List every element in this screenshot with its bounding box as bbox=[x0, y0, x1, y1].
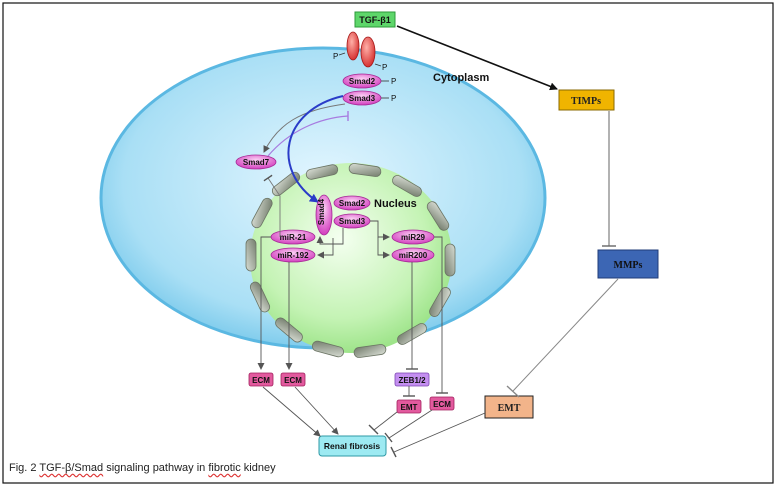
mir200-label: miR200 bbox=[399, 251, 428, 260]
ecm-box-2 bbox=[280, 372, 306, 387]
smad2-nucleus-label: Smad2 bbox=[339, 199, 366, 208]
p-smad3: P bbox=[391, 94, 396, 103]
smad4-nucleus bbox=[315, 194, 333, 236]
nuclear-envelope bbox=[245, 163, 456, 358]
receptor-p-left: P bbox=[333, 52, 338, 61]
mir21-label: miR-21 bbox=[280, 233, 307, 242]
tgf-beta1-box bbox=[354, 11, 396, 28]
smad4-label: Smad4 bbox=[317, 198, 326, 225]
figure-border bbox=[2, 2, 774, 484]
tgf-beta1-label: TGF-β1 bbox=[359, 15, 391, 25]
nucleus bbox=[250, 163, 452, 353]
nuclear-translocation-arrow bbox=[287, 95, 344, 203]
mir21-inhibits-smad7 bbox=[263, 174, 281, 237]
mmps-box bbox=[597, 249, 659, 279]
caption-part-1: Fig. 2 bbox=[9, 462, 40, 474]
zeb-label: ZEB1/2 bbox=[398, 376, 426, 385]
smad7-inhibition-line bbox=[267, 115, 349, 157]
ecm-box-3 bbox=[429, 396, 455, 411]
cytoplasm-label: Cytoplasm bbox=[433, 72, 489, 84]
caption-part-3: signaling pathway in bbox=[103, 462, 209, 474]
smad2-cytoplasm-label: Smad2 bbox=[349, 77, 376, 86]
p-smad2: P bbox=[391, 77, 396, 86]
smad3-to-smad7-arrow bbox=[263, 103, 346, 153]
tgf-to-timps-arrow bbox=[396, 25, 558, 91]
nucleus-label: Nucleus bbox=[374, 198, 417, 210]
mirna-downstream-lines bbox=[257, 236, 448, 397]
smad2-nucleus bbox=[333, 195, 371, 211]
emt-small-label: EMT bbox=[401, 403, 418, 412]
smad7-label: Smad7 bbox=[243, 158, 270, 167]
renal-fibrosis-box bbox=[318, 435, 387, 457]
ecm-label-3: ECM bbox=[433, 400, 451, 409]
timps-box bbox=[558, 89, 615, 111]
emt-large-box bbox=[484, 395, 534, 419]
emt-large-label: EMT bbox=[498, 403, 521, 414]
receptor-right bbox=[360, 36, 376, 68]
renal-fibrosis-label: Renal fibrosis bbox=[324, 441, 380, 451]
smad3-nucleus-label: Smad3 bbox=[339, 217, 366, 226]
timps-label: TIMPs bbox=[571, 96, 601, 107]
ecm-box-1 bbox=[248, 372, 274, 387]
caption-part-2: TGF-β/Smad bbox=[39, 462, 104, 474]
caption-part-4: fibrotic bbox=[208, 462, 241, 474]
caption-part-5: kidney bbox=[240, 462, 276, 474]
mir29-label: miR29 bbox=[401, 233, 426, 242]
mir192-label: miR-192 bbox=[277, 251, 309, 260]
smad-to-mirna-connectors bbox=[316, 220, 390, 259]
ecm-label-2: ECM bbox=[284, 376, 302, 385]
emt-small-box bbox=[396, 399, 422, 414]
receptor-left bbox=[346, 31, 360, 61]
ecm-label-1: ECM bbox=[252, 376, 270, 385]
figure-caption: Fig. 2 TGF-β/Smad signaling pathway in f… bbox=[9, 462, 276, 474]
smad7 bbox=[235, 154, 277, 170]
receptor-p-right: P bbox=[382, 63, 387, 72]
renal-fibrosis-inputs bbox=[262, 386, 486, 458]
mir192 bbox=[270, 247, 316, 263]
mir200 bbox=[391, 247, 435, 263]
mmps-inhibits-emt bbox=[512, 278, 619, 392]
smad3-cytoplasm-label: Smad3 bbox=[349, 94, 376, 103]
mmps-label: MMPs bbox=[614, 260, 643, 271]
zeb-box bbox=[394, 372, 430, 387]
